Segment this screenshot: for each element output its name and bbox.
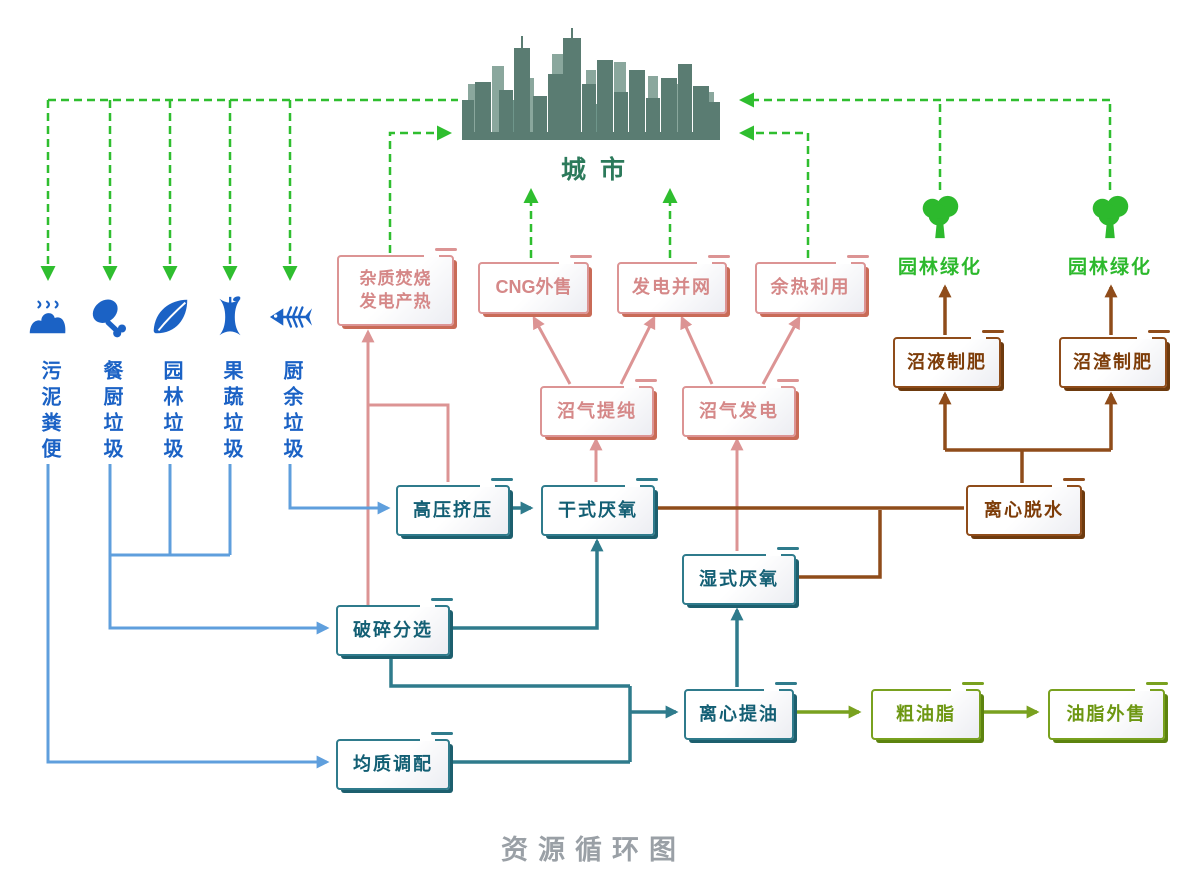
pink-output-lines (361, 315, 801, 605)
waste-label-garden: 园林垃圾 (160, 360, 182, 464)
box-biogas-generation: 沼气发电 (682, 379, 799, 437)
box-cng-sale: CNG外售 (478, 255, 592, 314)
diagram-title: 资源循环图 (501, 835, 686, 865)
waste-label-kitchen: 餐厨垃圾 (100, 360, 122, 464)
box-crush-sort: 破碎分选 (336, 598, 453, 656)
brown-fertilizer-lines (653, 284, 1118, 579)
apple-core-icon (207, 294, 253, 345)
box-wet-anaerobic: 湿式厌氧 (682, 547, 799, 605)
box-oil-sale: 油脂外售 (1048, 682, 1168, 740)
box-waste-heat: 余热利用 (755, 255, 869, 314)
tree-icon-left (918, 192, 962, 245)
box-grid-power: 发电并网 (617, 255, 730, 314)
drumstick-icon (87, 294, 133, 345)
box-centrifugal-dewatering: 离心脱水 (966, 478, 1085, 536)
box-homogenize: 均质调配 (336, 732, 453, 790)
city-dashed-flows (40, 92, 1112, 281)
leaf-icon (147, 294, 193, 345)
city-skyline-icon (462, 28, 720, 151)
box-oil-extraction: 离心提油 (684, 682, 797, 740)
box-residue-fertilizer: 沼渣制肥 (1059, 330, 1170, 388)
tree-icon-right (1088, 192, 1132, 245)
greening-label-right: 园林绿化 (1068, 257, 1153, 278)
box-dry-anaerobic: 干式厌氧 (541, 478, 658, 536)
teal-process-lines (389, 501, 744, 764)
city-label: 城市 (560, 156, 639, 184)
box-high-pressure-squeeze: 高压挤压 (396, 478, 513, 536)
box-liquid-fertilizer: 沼液制肥 (893, 330, 1004, 388)
box-crude-oil: 粗油脂 (871, 682, 984, 740)
blue-input-lines (46, 464, 391, 769)
waste-label-sludge: 污泥粪便 (38, 360, 60, 464)
waste-label-produce: 果蔬垃圾 (220, 360, 242, 464)
box-biogas-purification: 沼气提纯 (540, 379, 657, 437)
waste-label-foodwaste: 厨余垃圾 (280, 360, 302, 464)
greening-label-left: 园林绿化 (898, 257, 983, 278)
sludge-icon (25, 294, 71, 345)
box-incineration: 杂质焚烧 发电产热 (337, 248, 457, 326)
fishbone-icon (267, 294, 313, 345)
